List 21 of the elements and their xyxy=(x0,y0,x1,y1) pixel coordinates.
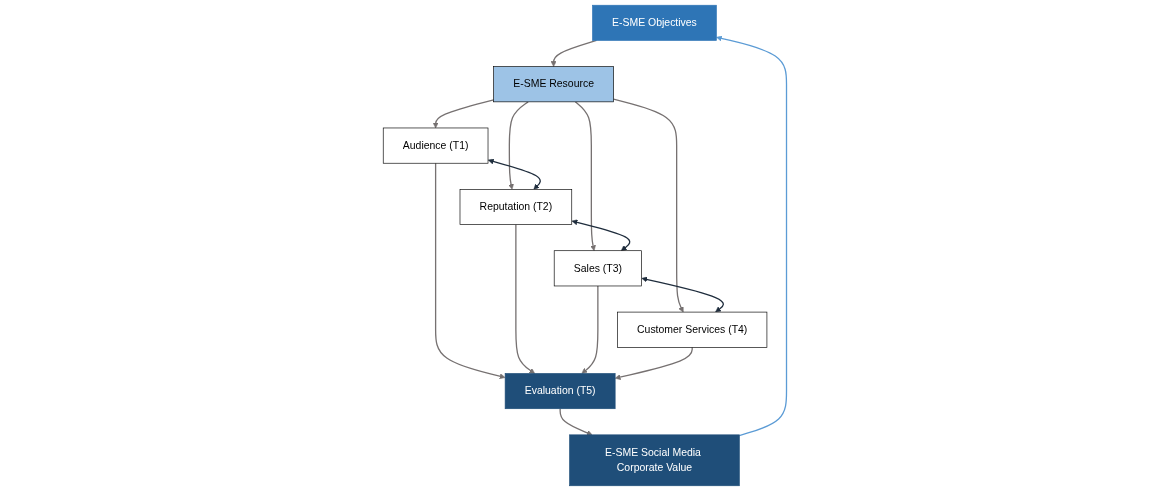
node-box: Sales (T3) xyxy=(554,250,642,287)
node-box: E-SME Social Media Corporate Value xyxy=(569,434,740,487)
node-box: E-SME Resource xyxy=(493,66,614,103)
arrow xyxy=(613,98,684,313)
arrow xyxy=(574,101,596,251)
node-box: Reputation (T2) xyxy=(459,189,573,225)
node-box: Audience (T1) xyxy=(383,127,489,164)
arrow xyxy=(508,101,529,190)
arrow xyxy=(435,162,506,380)
arrow xyxy=(571,219,631,251)
arrow xyxy=(432,99,495,129)
arrow xyxy=(515,223,536,374)
arrow xyxy=(615,346,693,380)
node-box: E-SME Objectives xyxy=(592,4,717,41)
arrow xyxy=(641,276,725,313)
node-box: Customer Services (T4) xyxy=(617,311,768,348)
arrow xyxy=(559,408,593,436)
arrow xyxy=(716,35,788,437)
arrow xyxy=(581,285,599,374)
arrow xyxy=(488,158,541,190)
node-box: Evaluation (T5) xyxy=(504,373,616,410)
